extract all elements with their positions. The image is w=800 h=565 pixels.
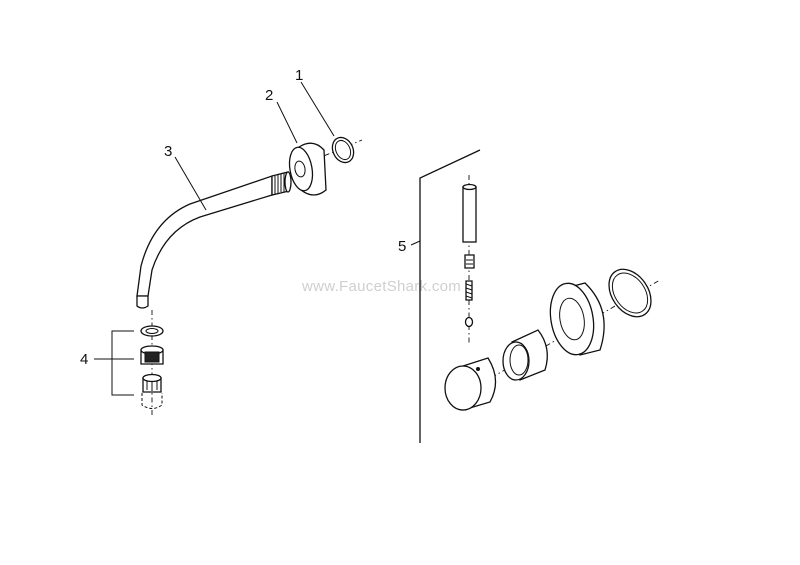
escutcheon-face xyxy=(549,282,595,356)
callout-5: 5 xyxy=(398,238,406,255)
extension-rod xyxy=(462,186,477,243)
o-ring-inner xyxy=(334,139,352,161)
o-ring-outer xyxy=(331,136,355,164)
callout-1: 1 xyxy=(295,67,303,84)
rod-top xyxy=(462,183,477,191)
flange-hole xyxy=(294,160,306,178)
flange-face xyxy=(288,146,314,192)
callout-2: 2 xyxy=(265,87,273,104)
wall-line xyxy=(419,149,481,443)
sleeve-face xyxy=(502,341,530,381)
callout-4: 4 xyxy=(80,351,88,368)
cartridge-top xyxy=(142,373,162,383)
leader-line-2 xyxy=(276,101,298,144)
aerator-cap-hidden xyxy=(141,393,163,409)
washer-hole xyxy=(145,328,159,334)
stem-ridges xyxy=(466,259,473,265)
leader-line-3 xyxy=(174,156,207,211)
small-nut xyxy=(464,316,474,328)
arm-tip xyxy=(136,295,149,309)
part-2-flange xyxy=(288,142,327,196)
bracket-4 xyxy=(111,330,134,396)
large-o-ring-inner xyxy=(611,272,649,314)
large-o-ring-outer xyxy=(608,268,652,318)
screw-thread xyxy=(465,283,473,299)
adapter-stem xyxy=(464,254,475,269)
part-4-aerator-assembly xyxy=(140,310,164,415)
sleeve-inner xyxy=(509,344,529,376)
watermark-text: www.FaucetShark.com xyxy=(301,278,461,295)
leader-line-5 xyxy=(410,240,421,246)
arm-end xyxy=(284,171,292,193)
leader-line-1 xyxy=(300,81,335,137)
aerator-insert xyxy=(144,351,160,363)
callout-3: 3 xyxy=(164,143,172,160)
handle-knob-face xyxy=(444,365,482,411)
part-3-shower-arm xyxy=(136,171,292,309)
escutcheon-hole xyxy=(559,297,585,341)
aerator-washer xyxy=(140,325,164,337)
part-5-handle-assembly xyxy=(444,175,661,411)
part-1-o-ring xyxy=(289,136,363,171)
arm-body xyxy=(136,175,273,297)
handle-set-screw-hole xyxy=(476,367,480,371)
